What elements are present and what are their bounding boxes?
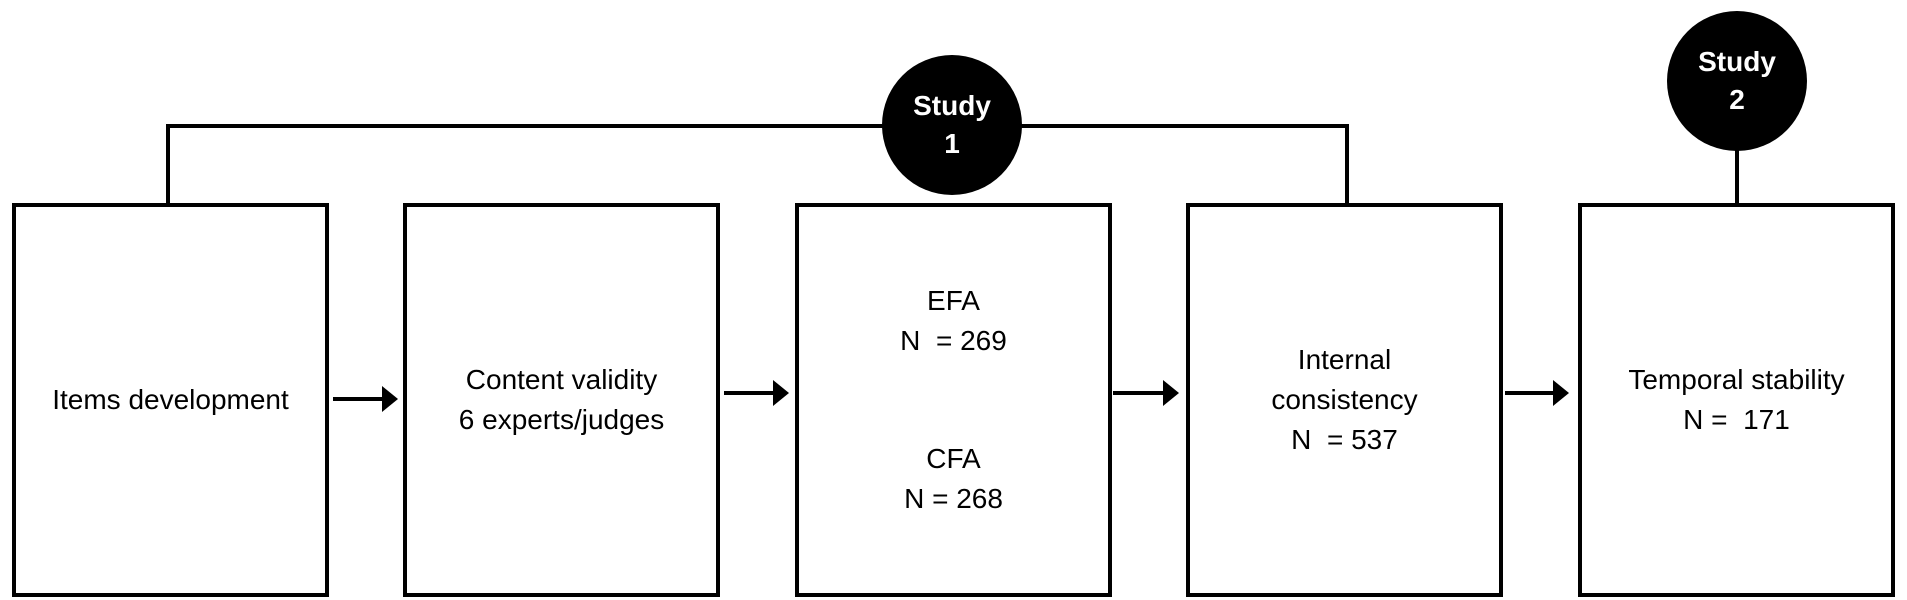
study1-label: Study xyxy=(913,90,991,121)
content-validity-box: Content validity 6 experts/judges xyxy=(403,203,720,597)
temporal-stability-box: Temporal stability N = 171 xyxy=(1578,203,1895,597)
internal-consistency-label-line1: Internal xyxy=(1297,344,1392,375)
cfa-label: CFA xyxy=(926,443,981,474)
factor-analysis-box: EFA N = 269 CFA N = 268 xyxy=(795,203,1112,597)
content-validity-label: Content validity xyxy=(465,364,658,395)
temporal-stability-sample-size: N = 171 xyxy=(1683,404,1790,435)
internal-consistency-box: Internal consistency N = 537 xyxy=(1186,203,1503,597)
efa-sample-size: N = 269 xyxy=(900,325,1007,356)
internal-consistency-sample-size: N = 537 xyxy=(1291,424,1398,455)
arrow-factor-to-consistency xyxy=(1113,380,1179,406)
cfa-sample-size: N = 268 xyxy=(904,483,1003,514)
study1-bracket-line xyxy=(166,124,1349,203)
arrow-items-to-content xyxy=(333,386,398,412)
arrow-consistency-to-temporal xyxy=(1505,380,1569,406)
items-development-label: Items development xyxy=(52,384,289,415)
internal-consistency-label-line2: consistency xyxy=(1271,384,1418,415)
arrow-content-to-factor xyxy=(724,380,789,406)
temporal-stability-label: Temporal stability xyxy=(1628,364,1845,395)
study2-label: Study xyxy=(1698,46,1776,77)
study1-number: 1 xyxy=(944,128,960,159)
study1-badge: Study 1 xyxy=(882,55,1022,195)
study2-number: 2 xyxy=(1729,84,1745,115)
content-validity-experts: 6 experts/judges xyxy=(458,404,665,435)
items-development-box: Items development xyxy=(12,203,329,597)
study2-badge: Study 2 xyxy=(1667,11,1807,151)
efa-label: EFA xyxy=(927,285,980,316)
